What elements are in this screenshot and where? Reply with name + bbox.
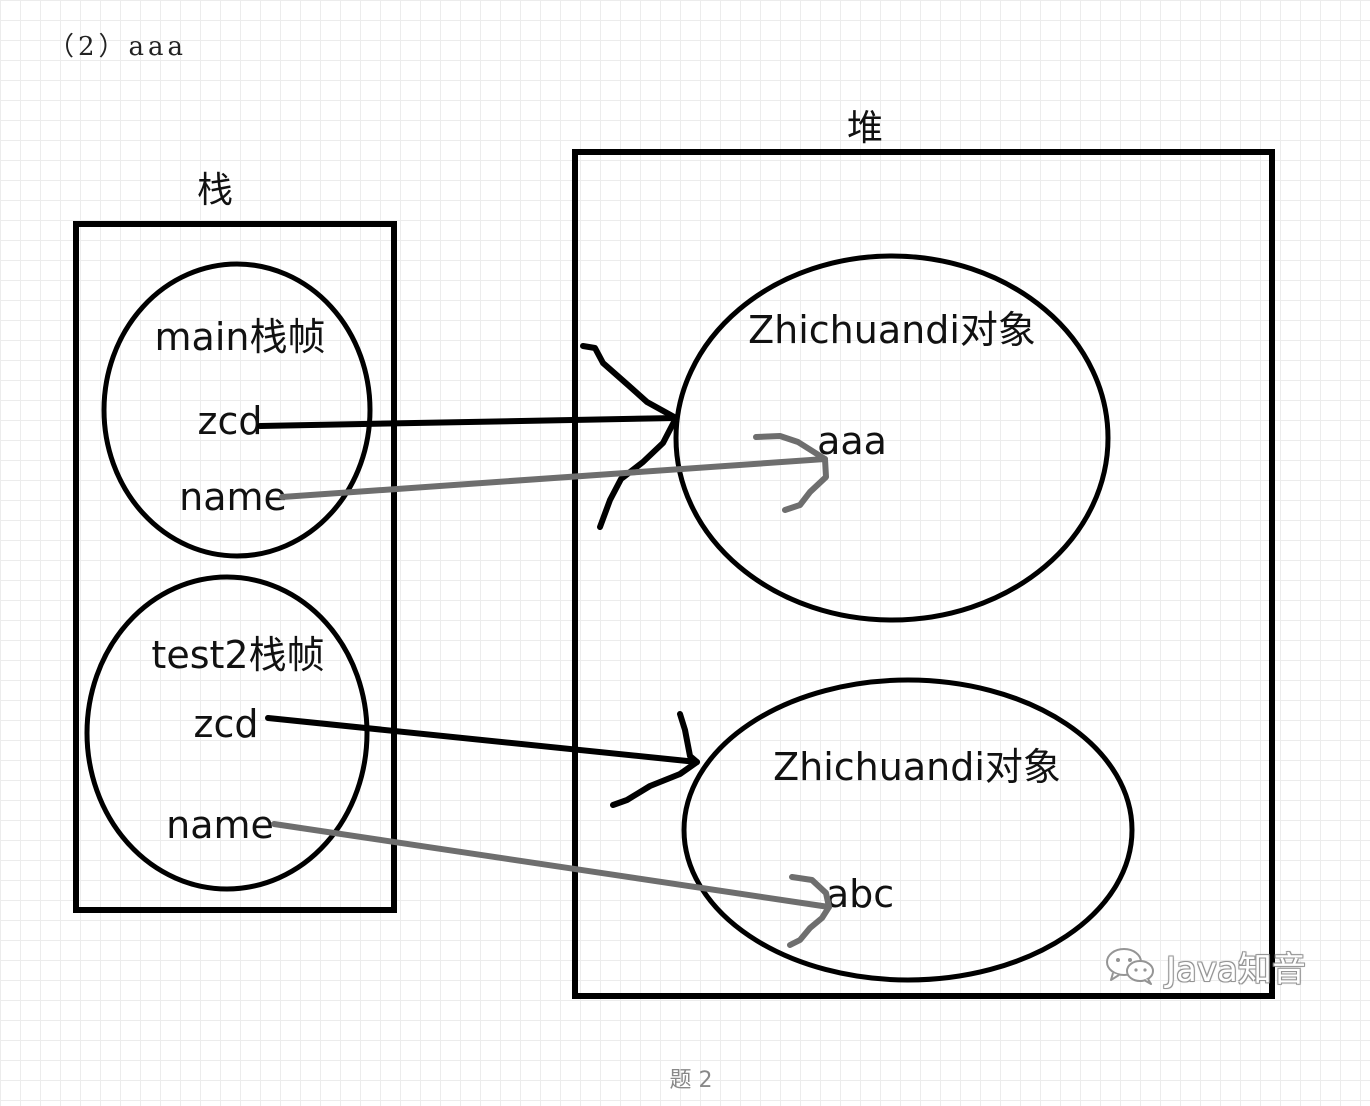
heap-title: 堆 (847, 108, 883, 149)
watermark: Java知音 (1104, 942, 1306, 991)
arrow-test2-zcd-to-object-bottom (265, 711, 700, 808)
test2-frame-name: name (166, 803, 274, 847)
heap-object-top-value: aaa (817, 419, 887, 463)
arrow-test2-name-to-abc (271, 821, 832, 948)
stack-box (73, 221, 397, 913)
heap-object-top-title: Zhichuandi对象 (748, 308, 1036, 352)
arrow-main-name-shaft (279, 456, 828, 500)
main-frame-zcd: zcd (198, 399, 263, 443)
watermark-text: Java知音 (1166, 950, 1306, 990)
arrow-main-name-head (753, 433, 829, 513)
test2-frame-ellipse (84, 574, 370, 892)
heap-box (572, 149, 1275, 999)
arrow-main-zcd-shaft (257, 415, 679, 429)
arrow-main-zcd-head (580, 343, 679, 530)
test2-frame-title: test2栈帧 (151, 633, 324, 677)
test2-frame-zcd: zcd (194, 702, 259, 746)
arrow-test2-zcd-shaft (265, 715, 700, 765)
stack-title: 栈 (197, 170, 233, 211)
main-frame-title: main栈帧 (155, 315, 326, 359)
answer-label: （2）aaa (48, 32, 188, 62)
main-frame-name: name (179, 475, 287, 519)
heap-object-bottom-title: Zhichuandi对象 (773, 745, 1061, 789)
figure-caption: 题 2 (669, 1068, 713, 1093)
arrow-main-name-to-aaa (279, 433, 829, 513)
arrow-test2-zcd-head (610, 711, 700, 808)
heap-object-bottom-value: abc (826, 872, 894, 916)
heap-object-top-ellipse (673, 253, 1111, 623)
main-frame-ellipse (101, 261, 373, 559)
heap-object-bottom-ellipse (681, 677, 1135, 983)
arrow-main-zcd-to-object-top (257, 343, 679, 530)
arrow-test2-name-shaft (271, 821, 832, 910)
arrow-test2-name-head (787, 874, 832, 948)
wechat-icon (1104, 945, 1156, 989)
